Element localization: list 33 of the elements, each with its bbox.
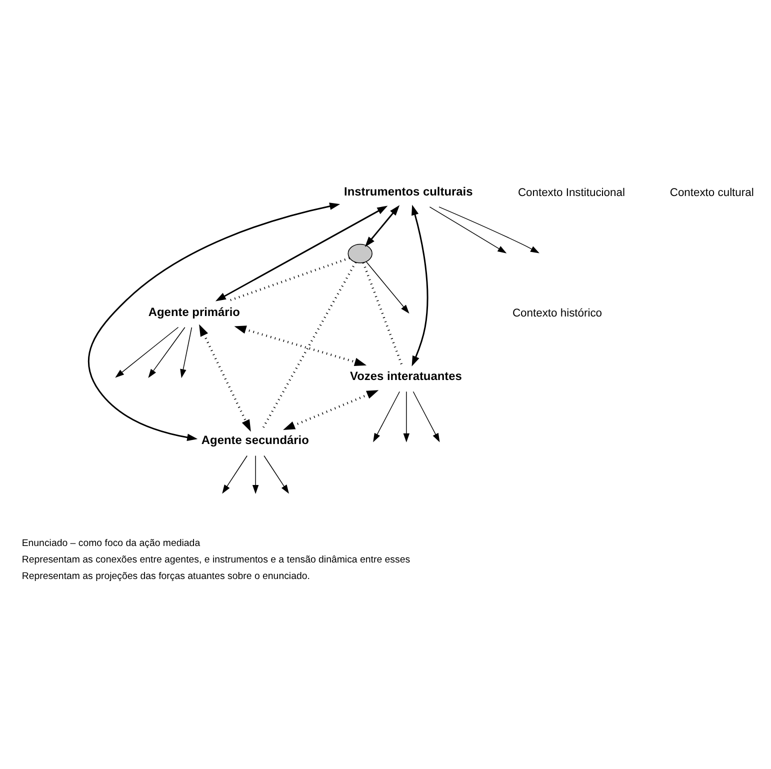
arrow — [148, 327, 186, 378]
label: Contexto Institucional — [518, 187, 625, 200]
legend-label: Representam as projeções das forças atuantes sobre o enunciado. — [22, 570, 310, 582]
connector — [230, 257, 350, 302]
arrow — [88, 202, 340, 441]
arrow — [252, 455, 259, 494]
node-text: Agente primário — [148, 304, 240, 319]
label: Contexto histórico — [512, 307, 602, 320]
arrow — [366, 261, 410, 314]
arrow — [412, 391, 440, 442]
arrow — [234, 326, 367, 366]
arrow — [373, 391, 400, 442]
arrow — [364, 205, 400, 248]
arrow — [264, 455, 289, 494]
node-text: Vozes interatuantes — [350, 368, 462, 383]
arrow — [429, 206, 507, 254]
connector — [262, 262, 357, 429]
node-text: Agente secundário — [201, 433, 309, 448]
legend-label: Representam as conexões entre agentes, e instrumentos e a tensão dinâmica entre esses — [22, 554, 410, 566]
connector — [362, 262, 403, 365]
arrow — [222, 455, 248, 494]
arrow — [412, 204, 428, 366]
arrow — [199, 324, 251, 432]
node-ellipse — [348, 244, 372, 264]
node-text: Instrumentos culturais — [344, 184, 473, 199]
arrow — [283, 390, 379, 430]
legend-label: Enunciado – como foco da ação mediada — [22, 538, 200, 549]
arrow — [115, 326, 179, 378]
label: Contexto cultural — [670, 187, 754, 200]
arrow — [438, 206, 540, 254]
arrow — [215, 206, 388, 302]
arrow — [180, 327, 192, 378]
arrow — [403, 391, 410, 442]
